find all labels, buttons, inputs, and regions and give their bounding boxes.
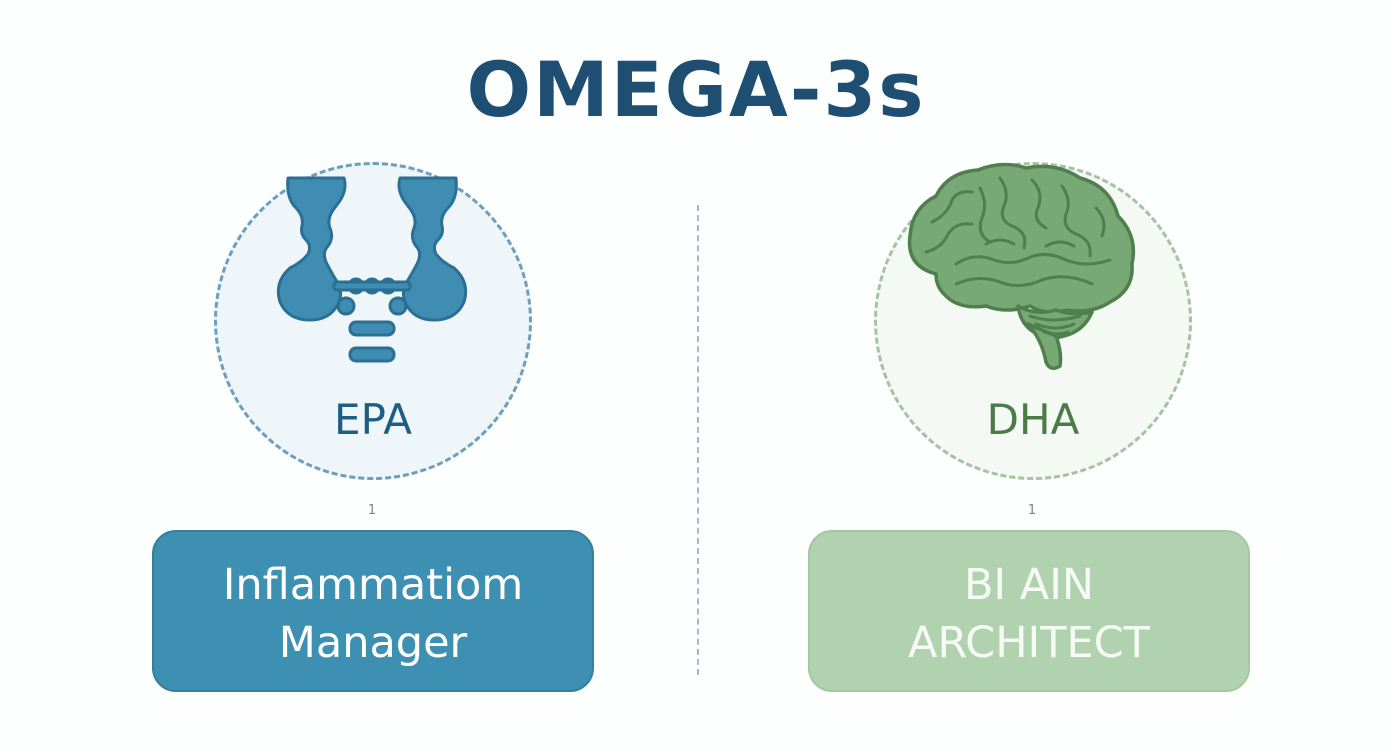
center-divider [697,205,699,675]
epa-connector-tick: 1 [367,503,377,518]
dha-role-line-2: ARCHITECT [908,618,1150,668]
brain-icon [907,162,1136,370]
epa-role-card: Inflammatiom Manager [152,530,594,692]
molecule-icon [276,176,468,363]
page-title: OMEGA-3s [466,45,926,134]
epa-label: EPA [334,395,412,444]
dha-connector-tick: 1 [1027,503,1037,518]
dha-label: DHA [986,395,1080,444]
epa-role-line-1: Inflammatiom [222,560,524,610]
epa-role-line-2: Manager [278,618,468,668]
dha-role-card: BI AIN ARCHITECT [808,530,1250,692]
dha-role-line-1: BI AIN [963,560,1095,610]
